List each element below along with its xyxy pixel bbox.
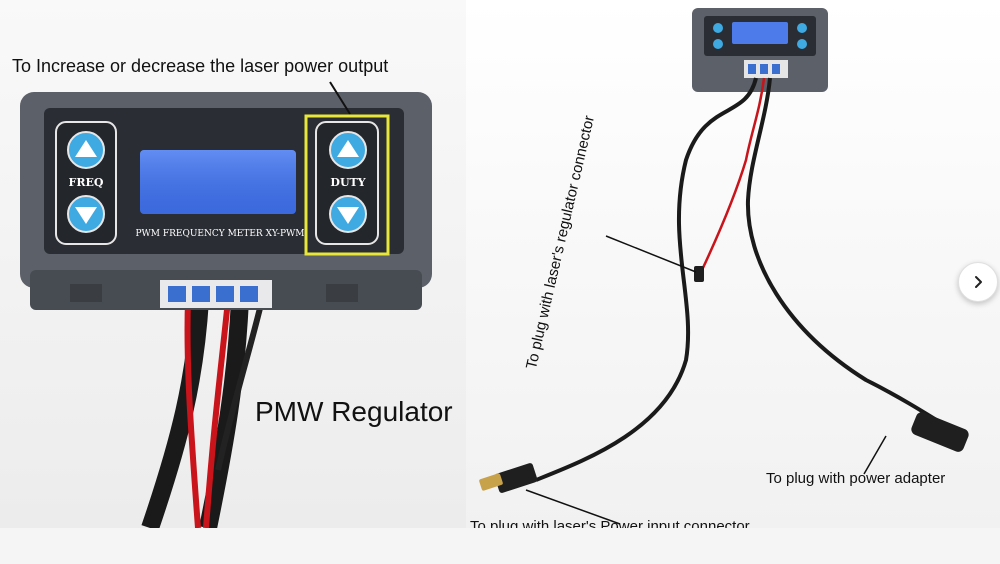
label-power-adapter: To plug with power adapter — [766, 470, 946, 487]
chevron-right-icon — [975, 276, 982, 288]
duty-button-label: DUTY — [330, 176, 365, 189]
dc-plug-power-input — [479, 463, 538, 493]
panel-label: PWM FREQUENCY METER XY-PWM — [136, 229, 305, 239]
regulator-cables — [141, 299, 265, 531]
caption-pmw-regulator: PMW Regulator — [255, 396, 453, 427]
wiring-illustration — [479, 8, 969, 525]
dc-jack-power-adapter — [911, 412, 969, 452]
terminal-block — [160, 280, 272, 308]
pwm-regulator-illustration: FREQ DUTY PWM FREQUENCY METER XY-PWM — [20, 81, 432, 531]
caption-increase-decrease-power: To Increase or decrease the laser power … — [12, 56, 389, 76]
product-photo-pwm-regulator: FREQ DUTY PWM FREQUENCY METER XY-PWM — [0, 0, 466, 531]
gallery-next-button[interactable] — [958, 262, 998, 302]
gallery-bottom-strip — [0, 528, 1000, 564]
freq-button-label: FREQ — [69, 176, 104, 189]
product-photo-wiring — [466, 0, 1000, 528]
duty-highlight-box — [304, 114, 390, 256]
